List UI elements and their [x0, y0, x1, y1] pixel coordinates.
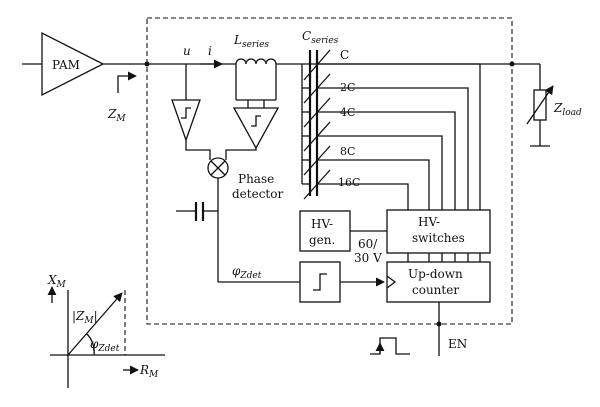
svg-text:φZdet: φZdet	[90, 337, 120, 354]
voltage-comparator	[171, 64, 201, 142]
svg-text:gen.: gen.	[309, 233, 335, 247]
z-load: Zload	[526, 64, 582, 147]
svg-text:φZdet: φZdet	[232, 264, 262, 281]
hv-generator: HV- gen.	[299, 210, 351, 252]
cap-label-16c: 16C	[338, 176, 360, 189]
en-label: EN	[448, 337, 467, 351]
svg-text:HV-: HV-	[418, 215, 440, 229]
inductor-l-series: Lseries	[233, 33, 277, 100]
switch-control-lines	[317, 63, 481, 210]
capacitor-8c	[303, 121, 352, 152]
svg-text:Cseries: Cseries	[302, 29, 339, 46]
svg-text:XM: XM	[47, 273, 67, 290]
svg-text:|ZM|: |ZM|	[72, 309, 98, 326]
phase-comparator	[299, 261, 341, 303]
filter-capacitor	[176, 202, 218, 221]
svg-text:Lseries: Lseries	[233, 33, 269, 50]
svg-text:Up-down: Up-down	[408, 267, 463, 281]
cap-label-c: C	[340, 48, 349, 62]
svg-text:HV-: HV-	[311, 217, 333, 231]
phase-detector-mixer	[207, 157, 229, 179]
system-boundary	[146, 17, 513, 325]
impedance-vector-diagram: XM RM |ZM| φZdet	[47, 273, 165, 388]
capacitor-2c	[303, 73, 352, 104]
pam-amplifier: PAM	[22, 31, 105, 97]
svg-text:switches: switches	[412, 231, 465, 245]
svg-text:Zload: Zload	[553, 101, 582, 118]
capacitor-c	[303, 49, 331, 81]
svg-text:counter: counter	[412, 283, 459, 297]
svg-text:RM: RM	[139, 363, 159, 380]
i-label: i	[208, 44, 212, 58]
capacitor-bank: C 2C 4C 8C 16C	[301, 48, 360, 200]
hv-switches: HV- switches	[386, 209, 491, 254]
voltage-label: 60/30 V	[354, 237, 382, 265]
cap-label-2c: 2C	[340, 81, 355, 94]
u-label: u	[183, 44, 191, 58]
cap-label-4c: 4C	[340, 106, 355, 119]
up-down-counter: Up-down counter	[386, 261, 491, 303]
z-m-arrow: ZM	[107, 71, 137, 124]
capacitor-16c	[303, 145, 352, 176]
enable-pulse	[370, 337, 410, 355]
pam-label: PAM	[52, 58, 80, 72]
svg-text:ZM: ZM	[107, 107, 126, 124]
current-comparator	[232, 99, 280, 150]
counter-bus	[407, 253, 481, 262]
capacitor-4c	[303, 97, 352, 128]
cap-label-8c: 8C	[340, 145, 355, 158]
